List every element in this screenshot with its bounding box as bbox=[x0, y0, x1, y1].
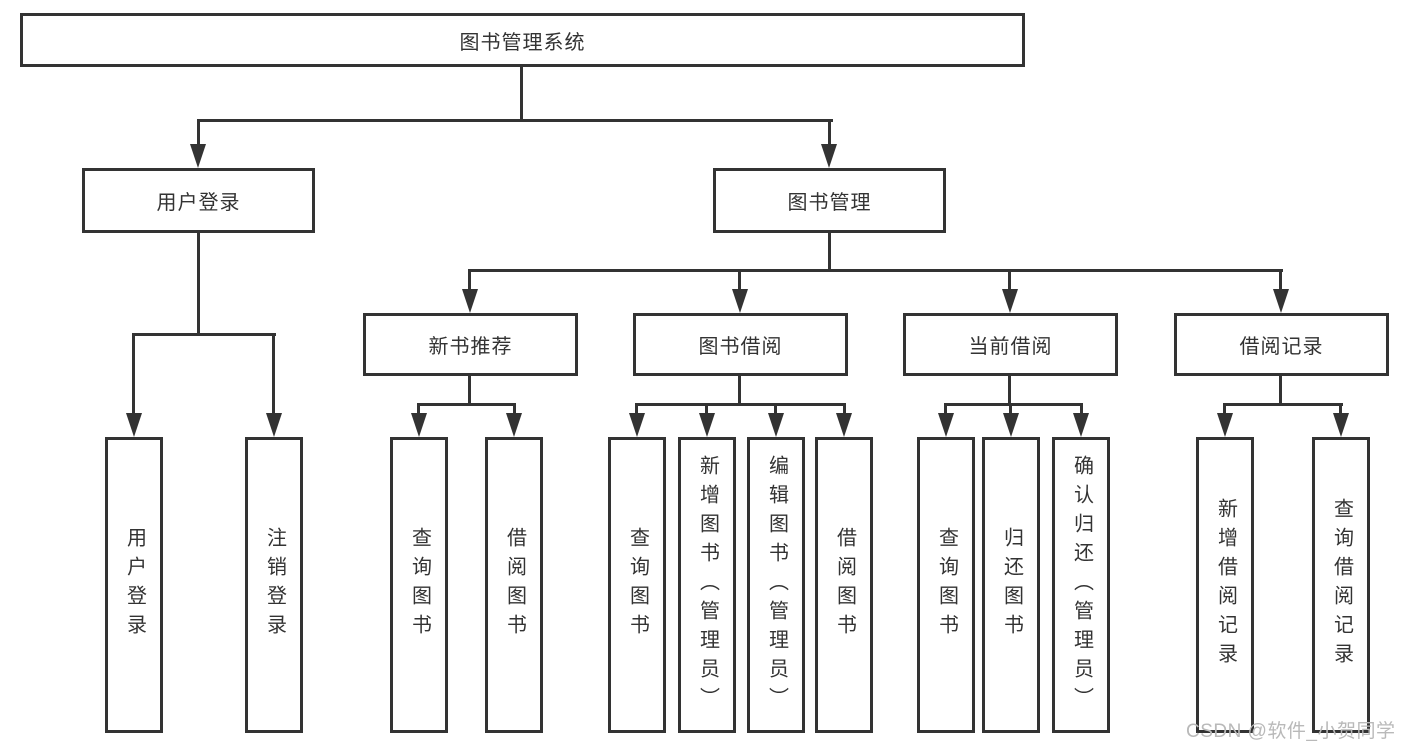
connector-line bbox=[1223, 403, 1343, 406]
connector-line bbox=[272, 333, 275, 415]
connector-line bbox=[197, 119, 200, 147]
arrow-down-icon bbox=[411, 413, 427, 437]
node-label: 图书管理 bbox=[787, 192, 872, 214]
leaf-query-borrow-record: 查询借阅记录 bbox=[1312, 437, 1370, 733]
leaf-user-login: 用户登录 bbox=[105, 437, 163, 733]
connector-line bbox=[1009, 403, 1012, 417]
node-label: 编辑图书（管理员） bbox=[765, 454, 788, 716]
node-label: 查询借阅记录 bbox=[1330, 498, 1353, 672]
connector-line bbox=[197, 233, 200, 336]
node-label: 查询图书 bbox=[935, 527, 958, 643]
leaf-query-books-1: 查询图书 bbox=[390, 437, 448, 733]
node-label: 查询图书 bbox=[408, 527, 431, 643]
connector-line bbox=[132, 333, 135, 415]
connector-line bbox=[520, 66, 523, 122]
node-user-login-group: 用户登录 bbox=[82, 168, 315, 233]
connector-line bbox=[705, 403, 708, 417]
connector-line bbox=[132, 333, 276, 336]
arrow-down-icon bbox=[699, 413, 715, 437]
arrow-down-icon bbox=[768, 413, 784, 437]
arrow-down-icon bbox=[1217, 413, 1233, 437]
connector-line bbox=[1008, 269, 1011, 291]
arrow-down-icon bbox=[1003, 413, 1019, 437]
connector-line bbox=[513, 403, 516, 417]
node-label: 用户登录 bbox=[123, 527, 146, 643]
node-root-library-system: 图书管理系统 bbox=[20, 13, 1025, 67]
arrow-down-icon bbox=[732, 289, 748, 313]
arrow-down-icon bbox=[1333, 413, 1349, 437]
arrow-down-icon bbox=[190, 144, 206, 168]
node-label: 确认归还（管理员） bbox=[1070, 454, 1093, 716]
leaf-borrow-books-1: 借阅图书 bbox=[485, 437, 543, 733]
connector-line bbox=[417, 403, 420, 417]
connector-line bbox=[843, 403, 846, 417]
connector-line bbox=[944, 403, 947, 417]
connector-line bbox=[197, 119, 833, 122]
connector-line bbox=[738, 376, 741, 406]
csdn-watermark: CSDN @软件_小贺同学 bbox=[1186, 721, 1396, 742]
connector-line bbox=[738, 269, 741, 291]
leaf-confirm-return-admin: 确认归还（管理员） bbox=[1052, 437, 1110, 733]
leaf-logout: 注销登录 bbox=[245, 437, 303, 733]
leaf-query-books-3: 查询图书 bbox=[917, 437, 975, 733]
connector-line bbox=[468, 269, 471, 291]
node-label: 新增图书（管理员） bbox=[696, 454, 719, 716]
connector-line bbox=[1279, 376, 1282, 406]
connector-line bbox=[828, 233, 831, 272]
leaf-add-borrow-record: 新增借阅记录 bbox=[1196, 437, 1254, 733]
node-current-borrow: 当前借阅 bbox=[903, 313, 1118, 376]
node-book-borrow: 图书借阅 bbox=[633, 313, 848, 376]
arrow-down-icon bbox=[938, 413, 954, 437]
leaf-return-book: 归还图书 bbox=[982, 437, 1040, 733]
connector-line bbox=[774, 403, 777, 417]
leaf-add-book-admin: 新增图书（管理员） bbox=[678, 437, 736, 733]
arrow-down-icon bbox=[506, 413, 522, 437]
connector-line bbox=[1223, 403, 1226, 417]
leaf-query-books-2: 查询图书 bbox=[608, 437, 666, 733]
arrow-down-icon bbox=[1273, 289, 1289, 313]
node-label: 注销登录 bbox=[263, 527, 286, 643]
arrow-down-icon bbox=[462, 289, 478, 313]
node-label: 当前借阅 bbox=[968, 336, 1053, 358]
node-label: 借阅图书 bbox=[503, 527, 526, 643]
node-label: 归还图书 bbox=[1000, 527, 1023, 643]
node-label: 查询图书 bbox=[626, 527, 649, 643]
arrow-down-icon bbox=[1002, 289, 1018, 313]
arrow-down-icon bbox=[266, 413, 282, 437]
node-label: 图书借阅 bbox=[698, 336, 783, 358]
connector-line bbox=[944, 403, 1083, 406]
connector-line bbox=[828, 119, 831, 147]
connector-line bbox=[635, 403, 638, 417]
node-label: 借阅图书 bbox=[833, 527, 856, 643]
node-label: 借阅记录 bbox=[1239, 336, 1324, 358]
connector-line bbox=[1339, 403, 1342, 417]
arrow-down-icon bbox=[126, 413, 142, 437]
leaf-edit-book-admin: 编辑图书（管理员） bbox=[747, 437, 805, 733]
arrow-down-icon bbox=[821, 144, 837, 168]
connector-line bbox=[1080, 403, 1083, 417]
connector-line bbox=[635, 403, 846, 406]
node-book-management: 图书管理 bbox=[713, 168, 946, 233]
connector-line bbox=[417, 403, 516, 406]
leaf-borrow-books-2: 借阅图书 bbox=[815, 437, 873, 733]
connector-line bbox=[468, 376, 471, 406]
arrow-down-icon bbox=[1073, 413, 1089, 437]
node-borrow-records: 借阅记录 bbox=[1174, 313, 1389, 376]
node-label: 用户登录 bbox=[156, 192, 241, 214]
arrow-down-icon bbox=[629, 413, 645, 437]
node-label: 新增借阅记录 bbox=[1214, 498, 1237, 672]
arrow-down-icon bbox=[836, 413, 852, 437]
node-label: 图书管理系统 bbox=[459, 31, 586, 54]
node-label: 新书推荐 bbox=[428, 336, 513, 358]
connector-line bbox=[1279, 269, 1282, 291]
connector-line bbox=[1008, 376, 1011, 406]
node-new-book-recommend: 新书推荐 bbox=[363, 313, 578, 376]
connector-line bbox=[468, 269, 1283, 272]
